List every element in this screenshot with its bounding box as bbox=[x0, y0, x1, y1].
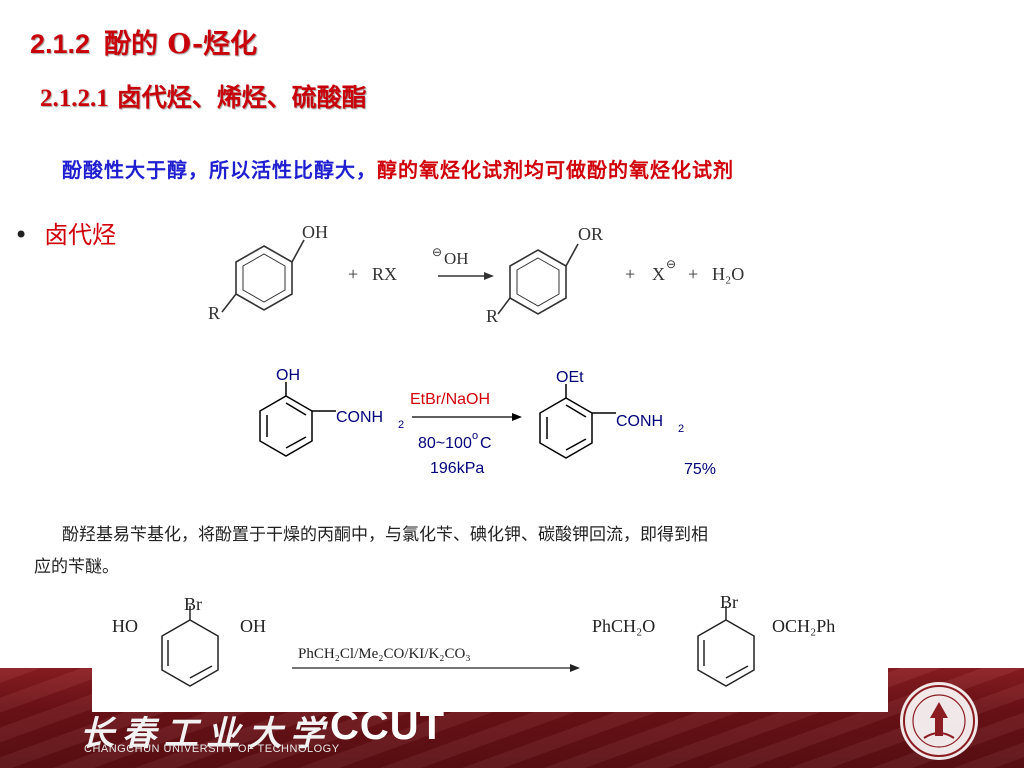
slide-subtitle: 2.1.2.1 卤代烃、烯烃、硫酸酯 bbox=[40, 78, 367, 114]
r3-arrow-head-icon bbox=[570, 664, 580, 672]
university-logo-ccut: CCUT bbox=[330, 704, 446, 748]
note-red: 醇的氧烃化试剂均可做酚的氧烃化试剂 bbox=[377, 158, 734, 182]
r1-catalyst: OH bbox=[444, 249, 469, 268]
reaction-2-scheme: OH CONH 2 EtBr/NaOH 80~100 o C 196kPa OE… bbox=[259, 367, 716, 478]
r2-product-top: OEt bbox=[556, 369, 584, 386]
university-name-english: CHANGCHUN UNIVERSITY OF TECHNOLOGY bbox=[84, 743, 340, 755]
note-blue: 酚酸性大于醇，所以活性比醇大， bbox=[62, 158, 377, 182]
r2-product-side: CONH bbox=[616, 413, 663, 430]
subtitle-number: 2.1.2.1 bbox=[40, 85, 109, 112]
r2-reagent: EtBr/NaOH bbox=[410, 391, 490, 408]
r1-product-group: OR bbox=[578, 224, 603, 244]
r2-reactant-top: OH bbox=[276, 367, 300, 384]
reaction-1-scheme: OH R + RX ⊖ OH OR R + X ⊖ + H₂O bbox=[208, 222, 744, 326]
r1-catalyst-charge: ⊖ bbox=[432, 245, 442, 259]
r1-plus-2: + bbox=[625, 264, 635, 284]
r1-plus-1: + bbox=[348, 264, 358, 284]
bullet-label: 卤代烃 bbox=[44, 221, 117, 249]
salicylamide-ring bbox=[259, 382, 336, 457]
r3-reactant-top: Br bbox=[184, 594, 202, 614]
university-logo-chinese: 长春工业大学 bbox=[80, 714, 332, 754]
acidity-note: 酚酸性大于醇，所以活性比醇大，醇的氧烃化试剂均可做酚的氧烃化试剂 bbox=[62, 154, 734, 183]
r3-reactant-right: OH bbox=[240, 616, 266, 636]
bromoresorcinol-ring bbox=[161, 606, 219, 687]
r1-reactant-group: OH bbox=[302, 222, 328, 242]
title-text: 酚的 O-烃化 bbox=[104, 29, 258, 60]
r3-product-right: OCH₂Ph bbox=[772, 616, 835, 636]
subtitle-text: 卤代烃、烯烃、硫酸酯 bbox=[116, 83, 367, 112]
r1-reagent: RX bbox=[372, 264, 397, 284]
r2-temperature-unit: C bbox=[480, 435, 492, 452]
r2-product-side-sub: 2 bbox=[678, 423, 684, 435]
r2-yield: 75% bbox=[684, 461, 716, 478]
r2-reactant-side: CONH bbox=[336, 409, 383, 426]
aryl-ether-ring bbox=[497, 243, 579, 315]
r1-product-substituent: R bbox=[486, 306, 498, 326]
r3-reactant-left: HO bbox=[112, 616, 138, 636]
r1-arrow-head-icon bbox=[484, 272, 494, 280]
r3-product-left: PhCH₂O bbox=[592, 616, 655, 636]
r2-temperature-sup: o bbox=[472, 430, 478, 442]
phenol-ring bbox=[221, 239, 305, 313]
r2-temperature: 80~100 bbox=[418, 435, 472, 452]
benzylation-paragraph-line-1: 酚羟基易苄基化，将酚置于干燥的丙酮中，与氯化苄、碘化钾、碳酸钾回流，即得到相 bbox=[62, 525, 708, 545]
r1-byproduct-1-charge: ⊖ bbox=[666, 257, 676, 271]
university-seal-icon bbox=[900, 682, 978, 760]
bullet-item: • 卤代烃 bbox=[14, 215, 116, 250]
footer-white-panel bbox=[92, 668, 888, 712]
reaction-3-scheme: Br HO OH PhCH₂Cl/Me₂CO/KI/K₂CO₃ Br PhCH₂… bbox=[112, 592, 835, 687]
r2-pressure: 196kPa bbox=[430, 460, 484, 477]
r1-plus-3: + bbox=[688, 264, 698, 284]
dibenzyl-ether-ring bbox=[697, 606, 755, 687]
slide-title: 2.1.2 酚的 O-烃化 bbox=[30, 22, 257, 61]
benzylation-paragraph-line-2: 应的苄醚。 bbox=[34, 557, 119, 577]
r3-product-top: Br bbox=[720, 592, 738, 612]
title-number: 2.1.2 bbox=[30, 29, 91, 59]
ethoxybenzamide-ring bbox=[539, 384, 616, 459]
r1-byproduct-1: X bbox=[652, 264, 665, 284]
r2-reactant-side-sub: 2 bbox=[398, 419, 404, 431]
r3-conditions: PhCH₂Cl/Me₂CO/KI/K₂CO₃ bbox=[298, 646, 471, 662]
r1-substituent: R bbox=[208, 303, 220, 323]
r1-byproduct-2: H₂O bbox=[712, 264, 744, 284]
bullet-dot-icon: • bbox=[14, 221, 29, 249]
r2-arrow-head-icon bbox=[512, 413, 522, 421]
